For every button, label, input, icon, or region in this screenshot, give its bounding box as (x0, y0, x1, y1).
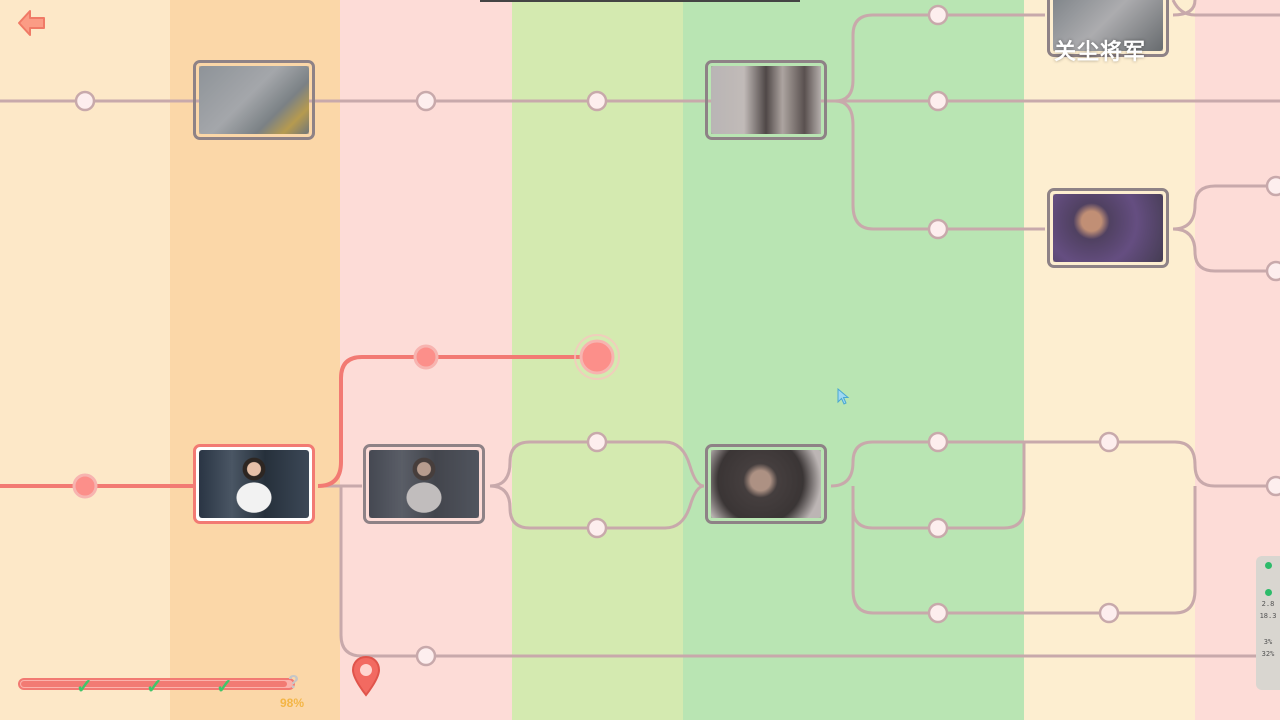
route-branch-up (834, 13, 1045, 103)
mouse-cursor-icon (837, 388, 850, 405)
scene-thumbnail-current[interactable] (193, 444, 315, 524)
status-dot (1264, 589, 1272, 596)
scene-thumbnail-room[interactable] (193, 60, 315, 140)
route-right-down (1172, 227, 1280, 273)
route-right-mid-down (851, 486, 1197, 615)
back-arrow-icon (18, 10, 45, 36)
perf-value-2: 18.3 (1259, 612, 1277, 620)
perf-value-1: 2.8 (1261, 600, 1275, 608)
perf-value-3: 3% (1263, 638, 1273, 646)
route-bottom (339, 486, 1280, 658)
scene-thumbnail-dark[interactable] (705, 444, 827, 524)
active-route-out (317, 355, 597, 488)
performance-overlay: 2.8 18.3 3% 32% (1256, 556, 1280, 690)
back-button[interactable] (16, 8, 48, 38)
progress-percent: 98% (280, 696, 305, 710)
scene-thumbnail-girl-room[interactable] (705, 60, 827, 140)
checkpoint-2-icon: ✓ (146, 676, 163, 698)
scene-thumbnail-party[interactable] (1047, 188, 1169, 268)
watermark-text: 关尘将军 (1054, 39, 1147, 64)
perf-value-4: 32% (1261, 650, 1275, 658)
route-right-up (1172, 184, 1280, 231)
checkpoint-unknown-icon: ? (288, 672, 299, 692)
column-band-6 (1024, 0, 1195, 720)
checkpoint-1-icon: ✓ (76, 676, 93, 698)
checkpoint-3-icon: ✓ (216, 676, 233, 698)
map-pin-icon (351, 655, 381, 697)
scene-thumbnail-top-right[interactable] (1047, 0, 1169, 57)
route-right-top (1172, 0, 1197, 17)
status-dot (1264, 562, 1272, 569)
route-right-mid-up (830, 440, 1280, 488)
route-branch-down (834, 99, 1045, 231)
route-right-mid-loop (851, 442, 1026, 530)
story-progress-bar (18, 678, 295, 690)
route-right-top2 (1171, 0, 1280, 17)
column-band-1 (0, 0, 170, 720)
scene-thumbnail-next[interactable] (363, 444, 485, 524)
top-divider (480, 0, 800, 2)
